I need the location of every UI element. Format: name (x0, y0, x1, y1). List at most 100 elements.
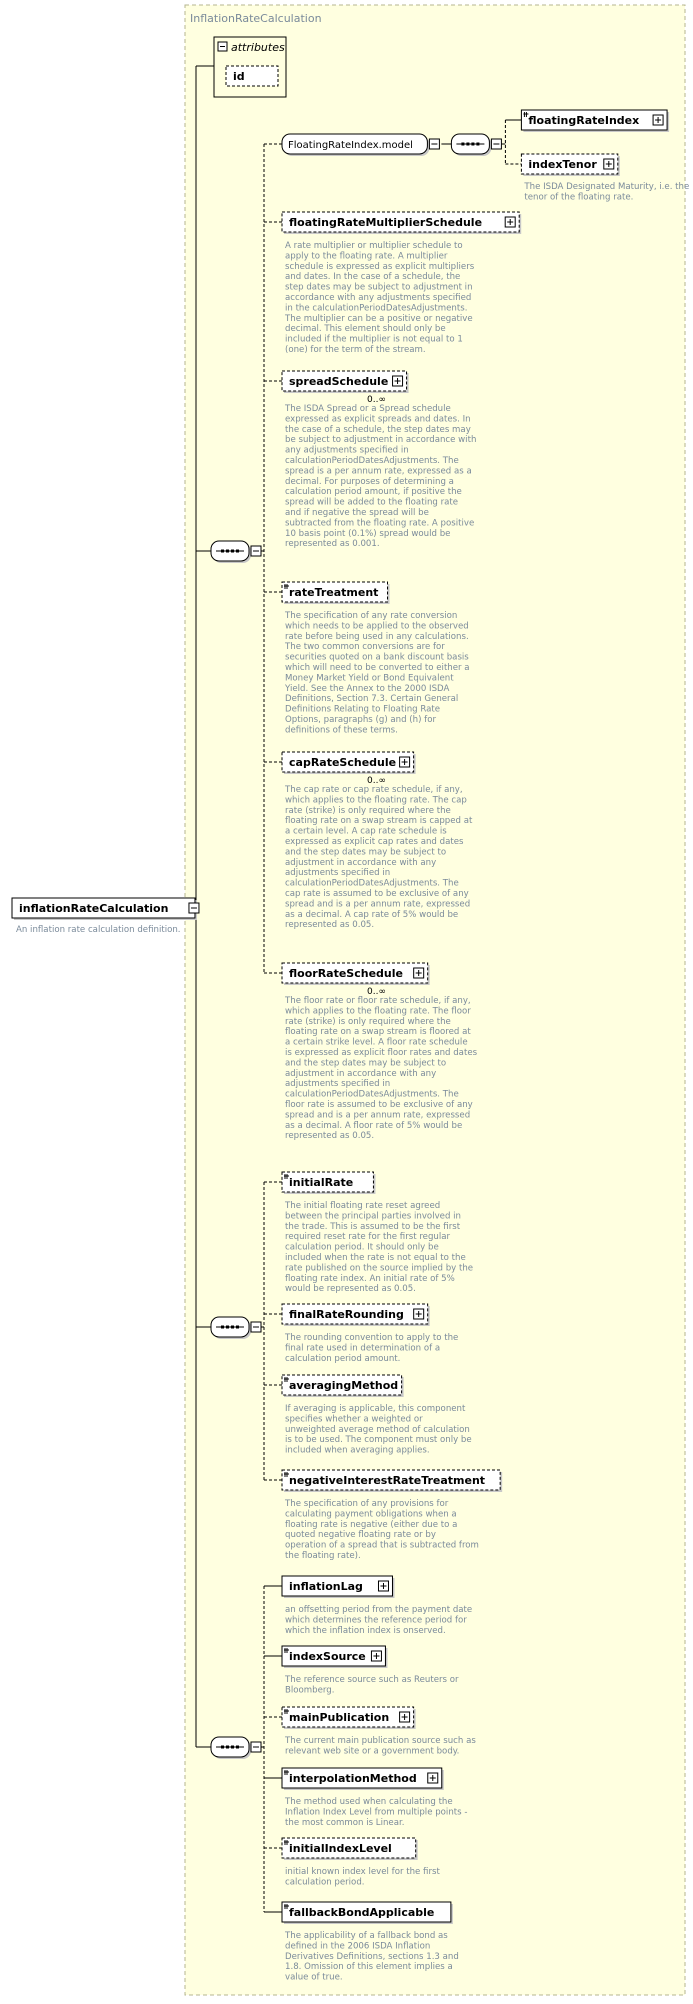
element-interpolation-method-doc-line: Inflation Index Level from multiple poin… (285, 1807, 467, 1817)
model-element-floating-rate-index-box[interactable] (520, 109, 668, 131)
element-negative-interest-rate-treatment-box[interactable] (281, 1469, 501, 1491)
element-spread-schedule-doc-line: 10 basis point (0.1%) spread would be (285, 529, 450, 539)
element-spread-schedule-doc-line: The ISDA Spread or a Spread schedule (284, 404, 451, 414)
element-floor-rate-schedule-doc-line: floor rate is assumed to be exclusive of… (285, 1100, 473, 1110)
element-interpolation-method-doc-line: the most common is Linear. (285, 1818, 404, 1828)
element-floating-rate-multiplier-schedule-doc-line: A rate multiplier or multiplier schedule… (285, 241, 463, 251)
element-negative-interest-rate-treatment-doc-line: calculating payment obligations when a (285, 1509, 457, 1519)
element-index-source-doc-line: Bloomberg. (285, 1685, 334, 1695)
element-rate-treatment-doc-line: The two common conversions are for (284, 642, 445, 652)
element-main-publication-label: mainPublication (289, 1711, 389, 1724)
element-spread-schedule-doc-line: decimal. For purposes of determining a (285, 477, 454, 487)
element-rate-treatment-doc-line: securities quoted on a bank discount bas… (285, 653, 469, 663)
element-spread-schedule-doc-line: any adjustments specified in (285, 446, 409, 456)
element-cap-rate-schedule-doc-line: floating rate on a swap stream is capped… (285, 816, 473, 826)
element-floor-rate-schedule-box[interactable] (281, 962, 429, 984)
element-cap-rate-schedule-doc-line: as a decimal. A cap rate of 5% would be (285, 910, 458, 920)
element-final-rate-rounding-box[interactable] (281, 1303, 429, 1325)
element-averaging-method-doc-line: included when averaging applies. (285, 1446, 430, 1456)
element-initial-rate-label: initialRate (289, 1176, 353, 1189)
model-group-label: FloatingRateIndex.model (288, 140, 413, 151)
element-rate-treatment-doc-line: Yield. See the Annex to the 2000 ISDA (284, 684, 449, 694)
element-cap-rate-schedule-doc-line: spread and is a per annum rate, expresse… (285, 899, 470, 909)
root-element-doc-line: An inflation rate calculation definition… (16, 925, 181, 935)
element-spread-schedule-doc-line: expressed as explicit spreads and dates.… (285, 414, 471, 424)
element-index-source-label: indexSource (289, 1650, 366, 1663)
element-spread-schedule-doc-line: spread is a per annum rate, expressed as… (285, 466, 472, 476)
element-initial-rate-doc-line: included when the rate is not equal to t… (285, 1253, 466, 1263)
model-sequence-compositor-dot (471, 142, 475, 146)
element-cap-rate-schedule-label: capRateSchedule (289, 756, 396, 769)
element-initial-rate-doc-line: calculation period. It should only be (285, 1243, 439, 1253)
element-main-publication-box[interactable] (281, 1706, 415, 1728)
element-rate-treatment-box[interactable] (281, 581, 389, 603)
element-floating-rate-multiplier-schedule-doc-line: included if the multiplier is not equal … (285, 335, 463, 345)
element-floor-rate-schedule-doc-line: rate (strike) is only required where the (285, 1017, 451, 1027)
element-spread-schedule-doc-line: spread will be added to the floating rat… (285, 498, 458, 508)
element-fallback-bond-applicable-box[interactable] (281, 1901, 452, 1923)
element-averaging-method-label: averagingMethod (289, 1379, 398, 1392)
element-final-rate-rounding-doc-line: calculation period amount. (285, 1354, 400, 1364)
element-spread-schedule-doc-line: calculationPeriodDatesAdjustments. The (285, 456, 459, 466)
element-interpolation-method-box[interactable] (281, 1767, 443, 1789)
element-rate-treatment-doc-line: Options, paragraphs (g) and (h) for (285, 715, 436, 725)
sequence-compositor-3-dot (221, 1745, 224, 1749)
element-floating-rate-multiplier-schedule-box[interactable] (281, 211, 520, 233)
element-initial-rate-doc-line: the trade. This is assumed to be the fir… (285, 1222, 461, 1232)
element-cap-rate-schedule-box[interactable] (281, 751, 415, 773)
element-floor-rate-schedule-doc-line: adjustments specified in (285, 1079, 390, 1089)
element-floating-rate-multiplier-schedule-doc-line: in the calculationPeriodDatesAdjustments… (285, 303, 467, 313)
sequence-compositor-2-dot (221, 1325, 224, 1329)
element-floor-rate-schedule-doc-line: calculationPeriodDatesAdjustments. The (285, 1090, 459, 1100)
element-inflation-lag-doc-line: which determines the reference period fo… (285, 1615, 467, 1625)
element-floating-rate-multiplier-schedule-doc-line: schedule is expressed as explicit multip… (285, 262, 475, 272)
sequence-compositor-1-dot (226, 549, 229, 553)
attribute-id-label: id (233, 70, 245, 83)
element-negative-interest-rate-treatment-doc-line: the floating rate). (285, 1551, 361, 1561)
element-negative-interest-rate-treatment-label: negativeInterestRateTreatment (289, 1474, 485, 1487)
attributes-header: attributes (231, 41, 285, 54)
element-initial-index-level-box[interactable] (281, 1837, 417, 1859)
sequence-compositor-3-dot (231, 1745, 234, 1749)
element-cap-rate-schedule-doc-line: rate (strike) is only required where the (285, 806, 451, 816)
attribute-id-box[interactable] (225, 65, 279, 87)
element-spread-schedule-box[interactable] (281, 370, 408, 392)
element-rate-treatment-doc-line: definitions of these terms. (285, 725, 398, 735)
element-averaging-method-box[interactable] (281, 1374, 403, 1396)
element-floating-rate-multiplier-schedule-doc-line: accordance with any adjustments specifie… (285, 293, 471, 303)
element-main-publication-doc-line: relevant web site or a government body. (285, 1746, 459, 1756)
element-floor-rate-schedule-doc-line: as a decimal. A floor rate of 5% would b… (285, 1121, 462, 1131)
element-initial-rate-box[interactable] (281, 1171, 374, 1193)
element-initial-rate-doc-line: The initial floating rate reset agreed (284, 1201, 440, 1211)
element-floor-rate-schedule-doc-line: and the step dates may be subject to (285, 1058, 446, 1068)
model-element-index-tenor-box[interactable] (520, 153, 619, 175)
model-element-floating-rate-index-label: floatingRateIndex (528, 114, 639, 127)
element-fallback-bond-applicable-doc-line: value of true. (285, 1973, 343, 1983)
element-initial-rate-doc-line: would be represented as 0.05. (285, 1284, 416, 1294)
element-negative-interest-rate-treatment-doc-line: The specification of any provisions for (284, 1499, 449, 1509)
element-spread-schedule-label: spreadSchedule (289, 375, 388, 388)
element-cap-rate-schedule-doc-line: adjustment in accordance with any (285, 858, 436, 868)
element-final-rate-rounding-label: finalRateRounding (289, 1308, 404, 1321)
model-group-box[interactable] (281, 133, 428, 155)
element-rate-treatment-doc-line: rate before being used in any calculatio… (285, 632, 469, 642)
element-rate-treatment-doc-line: Definitions Relating to Floating Rate (285, 705, 440, 715)
attributes-group: attributes id (213, 36, 287, 98)
element-rate-treatment-doc-line: which will need to be converted to eithe… (285, 663, 470, 673)
element-floating-rate-multiplier-schedule-doc-line: apply to the floating rate. A multiplier (285, 251, 448, 261)
element-averaging-method-doc-line: is to be used. The component must only b… (285, 1435, 472, 1445)
element-floating-rate-multiplier-schedule-doc-line: (one) for the term of the stream. (285, 345, 426, 355)
sequence-compositor-1-dot (221, 549, 224, 553)
element-floor-rate-schedule-label: floorRateSchedule (289, 967, 403, 980)
element-inflation-lag-box[interactable] (281, 1575, 393, 1597)
element-floor-rate-schedule-doc-line: adjustment in accordance with any (285, 1069, 436, 1079)
sequence-compositor-3-dot (236, 1745, 239, 1749)
element-cap-rate-schedule-doc-line: and the step dates may be subject to (285, 847, 446, 857)
element-floating-rate-multiplier-schedule-label: floatingRateMultiplierSchedule (289, 216, 482, 229)
element-index-source-box[interactable] (281, 1645, 386, 1667)
element-rate-treatment-doc-line: which needs to be applied to the observe… (285, 621, 469, 631)
element-cap-rate-schedule-doc-line: adjustments specified in (285, 868, 390, 878)
element-averaging-method-doc-line: specifies whether a weighted or (285, 1414, 423, 1424)
element-spread-schedule-doc-line: represented as 0.001. (285, 539, 380, 549)
